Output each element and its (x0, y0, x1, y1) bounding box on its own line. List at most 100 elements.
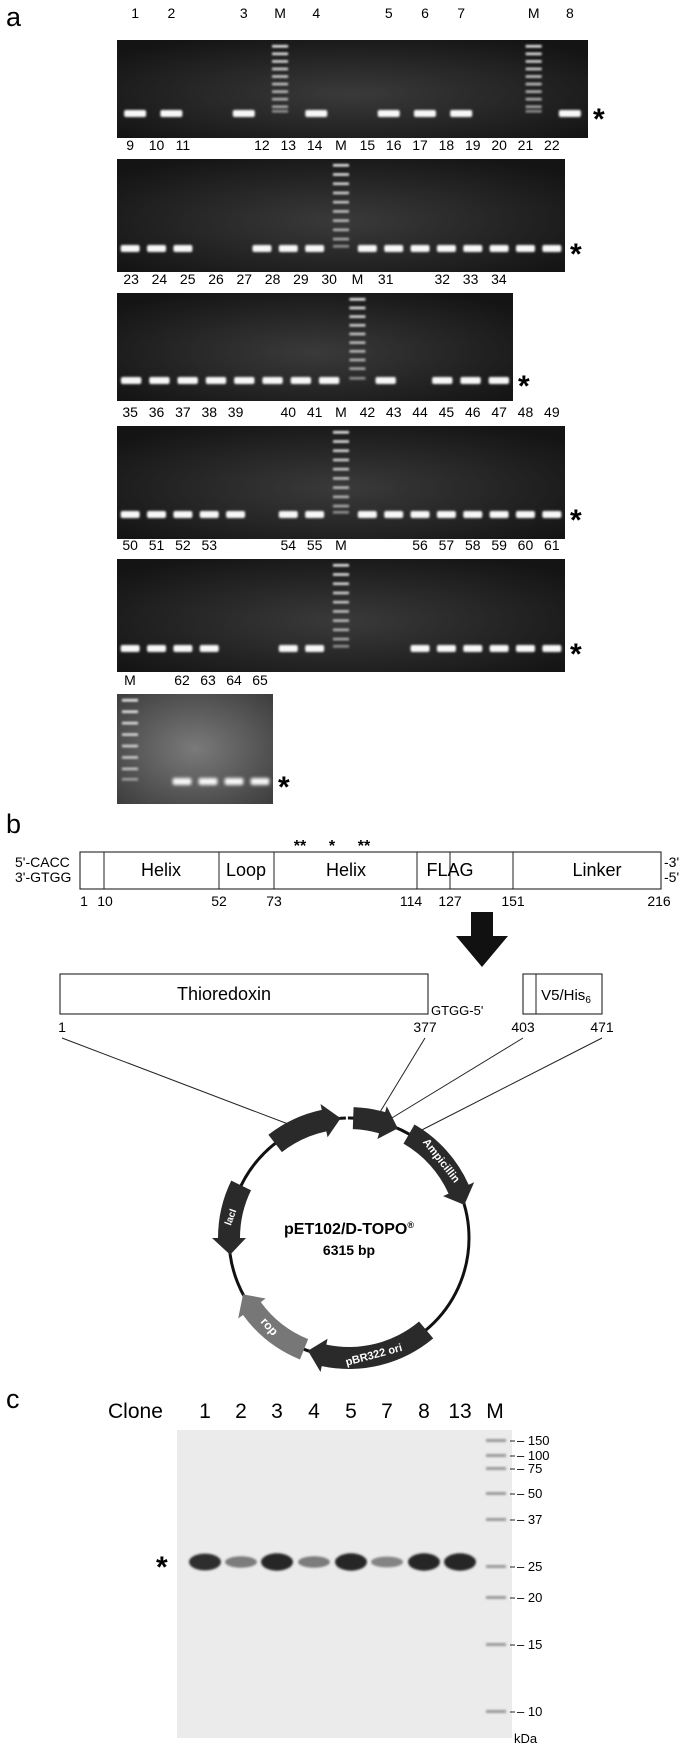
lane-label: 63 (200, 672, 216, 688)
pcr-band (252, 245, 272, 252)
pcr-band (172, 778, 192, 785)
insert-pos-52: 52 (211, 893, 227, 909)
lane-label: 57 (439, 537, 455, 553)
ladder-band (333, 467, 349, 471)
pcr-band (120, 245, 140, 252)
ladder-band (525, 60, 542, 63)
marker-lane-label: M (528, 5, 540, 21)
lane-label: 1 (131, 5, 139, 21)
vector-pos-471: 471 (590, 1019, 614, 1035)
lane-label: 36 (149, 404, 165, 420)
connector-line (61, 1037, 297, 1128)
ladder-band (525, 110, 542, 113)
thioredoxin-box (59, 973, 429, 1015)
pcr-band (278, 645, 298, 652)
pcr-band (120, 645, 140, 652)
pcr-band (542, 511, 562, 518)
pcr-band (384, 511, 404, 518)
helix-star-1: ** (294, 838, 307, 855)
pcr-band (305, 511, 325, 518)
ladder-band (333, 637, 349, 641)
sds-lane-label: 13 (448, 1400, 471, 1423)
sds-ladder-band (486, 1596, 506, 1599)
lane-label: 39 (228, 404, 244, 420)
pcr-band (250, 778, 270, 785)
plasmid-size: 6315 bp (323, 1242, 375, 1258)
sds-ladder-band (486, 1643, 506, 1646)
pcr-band (120, 377, 142, 384)
vector-map: Thioredoxin GTGG-5' V5/His6 1 377 403 47… (58, 973, 614, 1137)
insert-pos-10: 10 (97, 893, 113, 909)
lane-label: 5 (385, 5, 393, 21)
helix-star-3: ** (358, 838, 371, 855)
ladder-label: – 100 (517, 1448, 550, 1463)
ladder-band (525, 75, 542, 78)
pcr-band (436, 645, 456, 652)
thioredoxin-label: Thioredoxin (177, 984, 271, 1004)
lane-label: 49 (544, 404, 560, 420)
lane-label: 31 (378, 271, 394, 287)
pcr-band (515, 245, 535, 252)
insert-right-bottom: -5' (664, 869, 679, 885)
lane-label: 47 (491, 404, 507, 420)
pcr-band (305, 110, 328, 117)
pcr-band (542, 245, 562, 252)
lane-label: 53 (201, 537, 217, 553)
pcr-band (413, 110, 436, 117)
ladder-band (525, 97, 542, 101)
pcr-band (278, 245, 298, 252)
ladder-band (333, 431, 349, 434)
pcr-band (410, 645, 430, 652)
ladder-band (122, 733, 138, 736)
ladder-band (333, 191, 349, 195)
ladder-band (349, 315, 366, 318)
sds-ladder-band (486, 1710, 506, 1713)
pcr-band (432, 377, 453, 384)
pcr-band (460, 377, 481, 384)
ladder-band (333, 228, 349, 232)
pcr-band (305, 245, 325, 252)
pbr322-ori-arrow (307, 1321, 434, 1373)
ladder-label: – 37 (517, 1512, 542, 1527)
sds-asterisk: * (156, 1551, 168, 1584)
lane-label: 11 (176, 137, 191, 153)
band-asterisk: * (570, 638, 582, 671)
ladder-band (349, 358, 366, 362)
ladder-band (122, 721, 138, 725)
sds-lane-label: 4 (308, 1400, 320, 1423)
ladder-band (272, 110, 289, 113)
pcr-band (234, 377, 255, 384)
vector-pos-403: 403 (511, 1019, 535, 1035)
sds-lane-label: 8 (418, 1400, 430, 1423)
pcr-band (173, 511, 193, 518)
ladder-band (349, 350, 366, 353)
lane-label: 42 (360, 404, 376, 420)
lane-label: 3 (240, 5, 248, 21)
lane-label: 59 (491, 537, 507, 553)
lane-label: 46 (465, 404, 481, 420)
kda-unit: kDa (514, 1731, 538, 1746)
lane-label: 43 (386, 404, 402, 420)
sds-lane-label: 3 (271, 1400, 283, 1423)
pcr-band (463, 645, 483, 652)
ladder-band (333, 210, 349, 213)
lane-label: 48 (518, 404, 534, 420)
v5-his-label: V5/His6 (541, 987, 591, 1006)
ladder-band (349, 332, 366, 336)
pcr-band (124, 110, 147, 117)
pcr-band (515, 645, 535, 652)
protein-band (225, 1556, 257, 1568)
marker-lane-label: M (335, 404, 347, 420)
lane-label: 2 (167, 5, 175, 21)
lane-label: 26 (208, 271, 224, 287)
lane-label: 37 (175, 404, 191, 420)
insert-left-top: 5'-CACC (15, 854, 70, 870)
pcr-band (515, 511, 535, 518)
lane-label: 61 (544, 537, 560, 553)
gel-background (117, 426, 565, 539)
ladder-band (272, 67, 289, 71)
protein-band (189, 1553, 221, 1571)
